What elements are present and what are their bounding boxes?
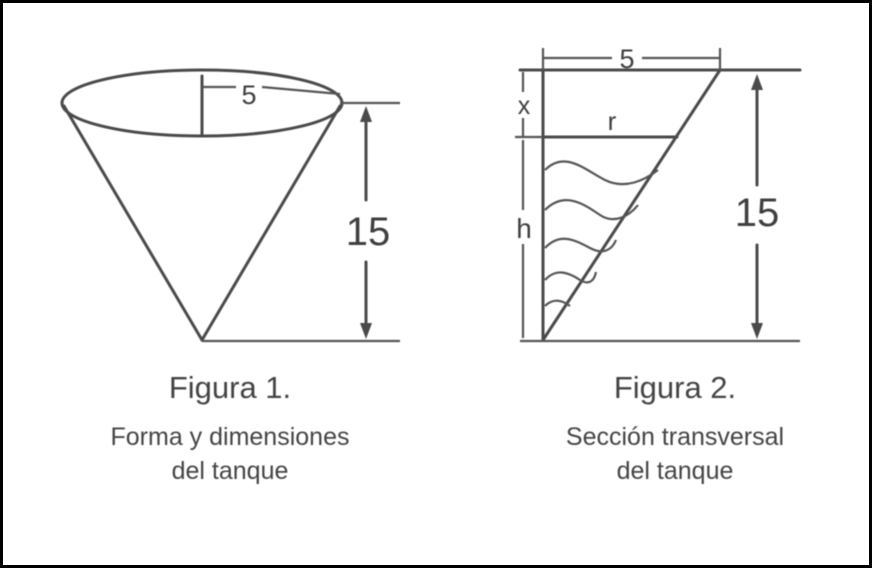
height2-label: 15 <box>735 191 780 235</box>
height-arrow-up <box>360 106 372 122</box>
height2-arrow-up <box>751 74 763 90</box>
height-label: 15 <box>346 210 391 254</box>
figure-1-description: Forma y dimensiones del tanque <box>40 420 420 488</box>
figure-1-title: Figura 1. <box>168 370 292 405</box>
wave-line-2 <box>544 199 639 221</box>
cone-left-edge <box>62 104 204 342</box>
figure-2-caption-line1: Sección transversal <box>565 423 785 451</box>
wave-line-5 <box>544 299 571 307</box>
figure-1-cone: 5 15 <box>60 68 400 343</box>
radius-label: 5 <box>241 80 256 110</box>
wave-line-1 <box>544 160 659 186</box>
width-label: 5 <box>619 44 634 74</box>
radius-dim-right <box>261 85 341 96</box>
height-arrow-down <box>360 323 372 339</box>
figure-2-title: Figura 2. <box>613 370 737 405</box>
wave-line-4 <box>544 271 598 284</box>
x-label: x <box>518 92 531 120</box>
diagram-frame <box>3 3 869 565</box>
figure-2-caption: Figura 2. Sección transversal del tanque <box>480 370 870 488</box>
figure-2-caption-line2: del tanque <box>616 457 734 485</box>
cone-right-edge <box>200 104 342 342</box>
figure-2-description: Sección transversal del tanque <box>480 420 870 488</box>
figure-2-section: 5 r x h 15 <box>515 44 802 343</box>
height2-arrow-down <box>751 323 763 339</box>
r-label: r <box>608 106 617 136</box>
h-label: h <box>516 213 532 244</box>
wave-line-3 <box>544 237 618 253</box>
section-hypotenuse <box>541 68 722 342</box>
figure-1-caption: Figura 1. Forma y dimensiones del tanque <box>40 370 420 488</box>
figure-1-caption-line2: del tanque <box>171 457 289 485</box>
figure-1-caption-line1: Forma y dimensiones <box>110 423 350 451</box>
